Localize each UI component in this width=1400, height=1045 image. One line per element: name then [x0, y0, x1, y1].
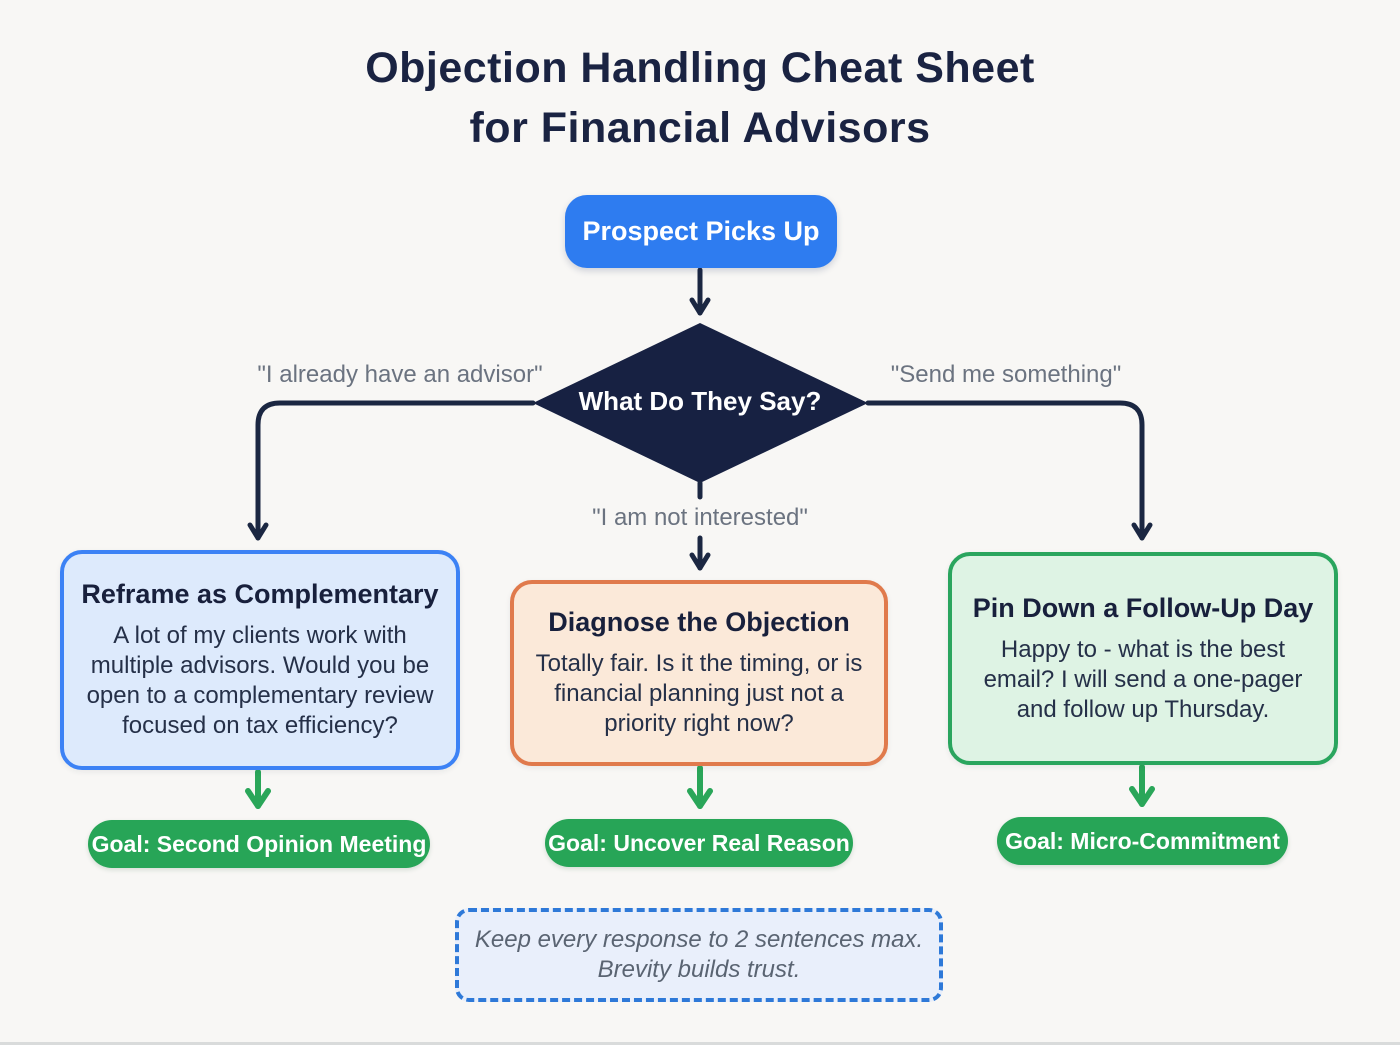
bottom-edge-divider [0, 1042, 1400, 1045]
page-title: Objection Handling Cheat Sheet for Finan… [0, 38, 1400, 158]
goal-pill-second-opinion: Goal: Second Opinion Meeting [88, 820, 430, 868]
title-line-2: for Financial Advisors [469, 104, 931, 152]
card-body: Totally fair. Is it the timing, or is fi… [535, 650, 863, 737]
start-node: Prospect Picks Up [565, 195, 837, 268]
card-title: Reframe as Complementary [81, 579, 439, 609]
connector-decision-to-left-card [247, 400, 536, 541]
branch-label-send-me-something: "Send me something" [890, 361, 1122, 388]
note-box: Keep every response to 2 sentences max. … [455, 908, 943, 1002]
response-card-follow-up: Pin Down a Follow-Up Day Happy to - what… [948, 552, 1338, 765]
card-title: Diagnose the Objection [548, 607, 850, 637]
response-card-reframe: Reframe as Complementary A lot of my cli… [60, 550, 460, 770]
connector-decision-to-right-card [865, 400, 1153, 541]
card-body: A lot of my clients work with multiple a… [86, 622, 434, 739]
decision-node-label: What Do They Say? [578, 386, 822, 416]
goal-pill-uncover-reason: Goal: Uncover Real Reason [545, 819, 853, 867]
card-body: Happy to - what is the best email? I wil… [983, 635, 1303, 723]
goal-pill-micro-commitment: Goal: Micro-Commitment [997, 817, 1288, 865]
note-line-2: Brevity builds trust. [597, 956, 801, 983]
branch-label-not-interested: "I am not interested" [592, 504, 808, 531]
card-title: Pin Down a Follow-Up Day [972, 592, 1314, 623]
note-line-1: Keep every response to 2 sentences max. [474, 926, 924, 953]
branch-label-already-have-advisor: "I already have an advisor" [257, 361, 543, 388]
title-line-1: Objection Handling Cheat Sheet [365, 44, 1035, 92]
response-card-diagnose: Diagnose the Objection Totally fair. Is … [510, 580, 888, 766]
